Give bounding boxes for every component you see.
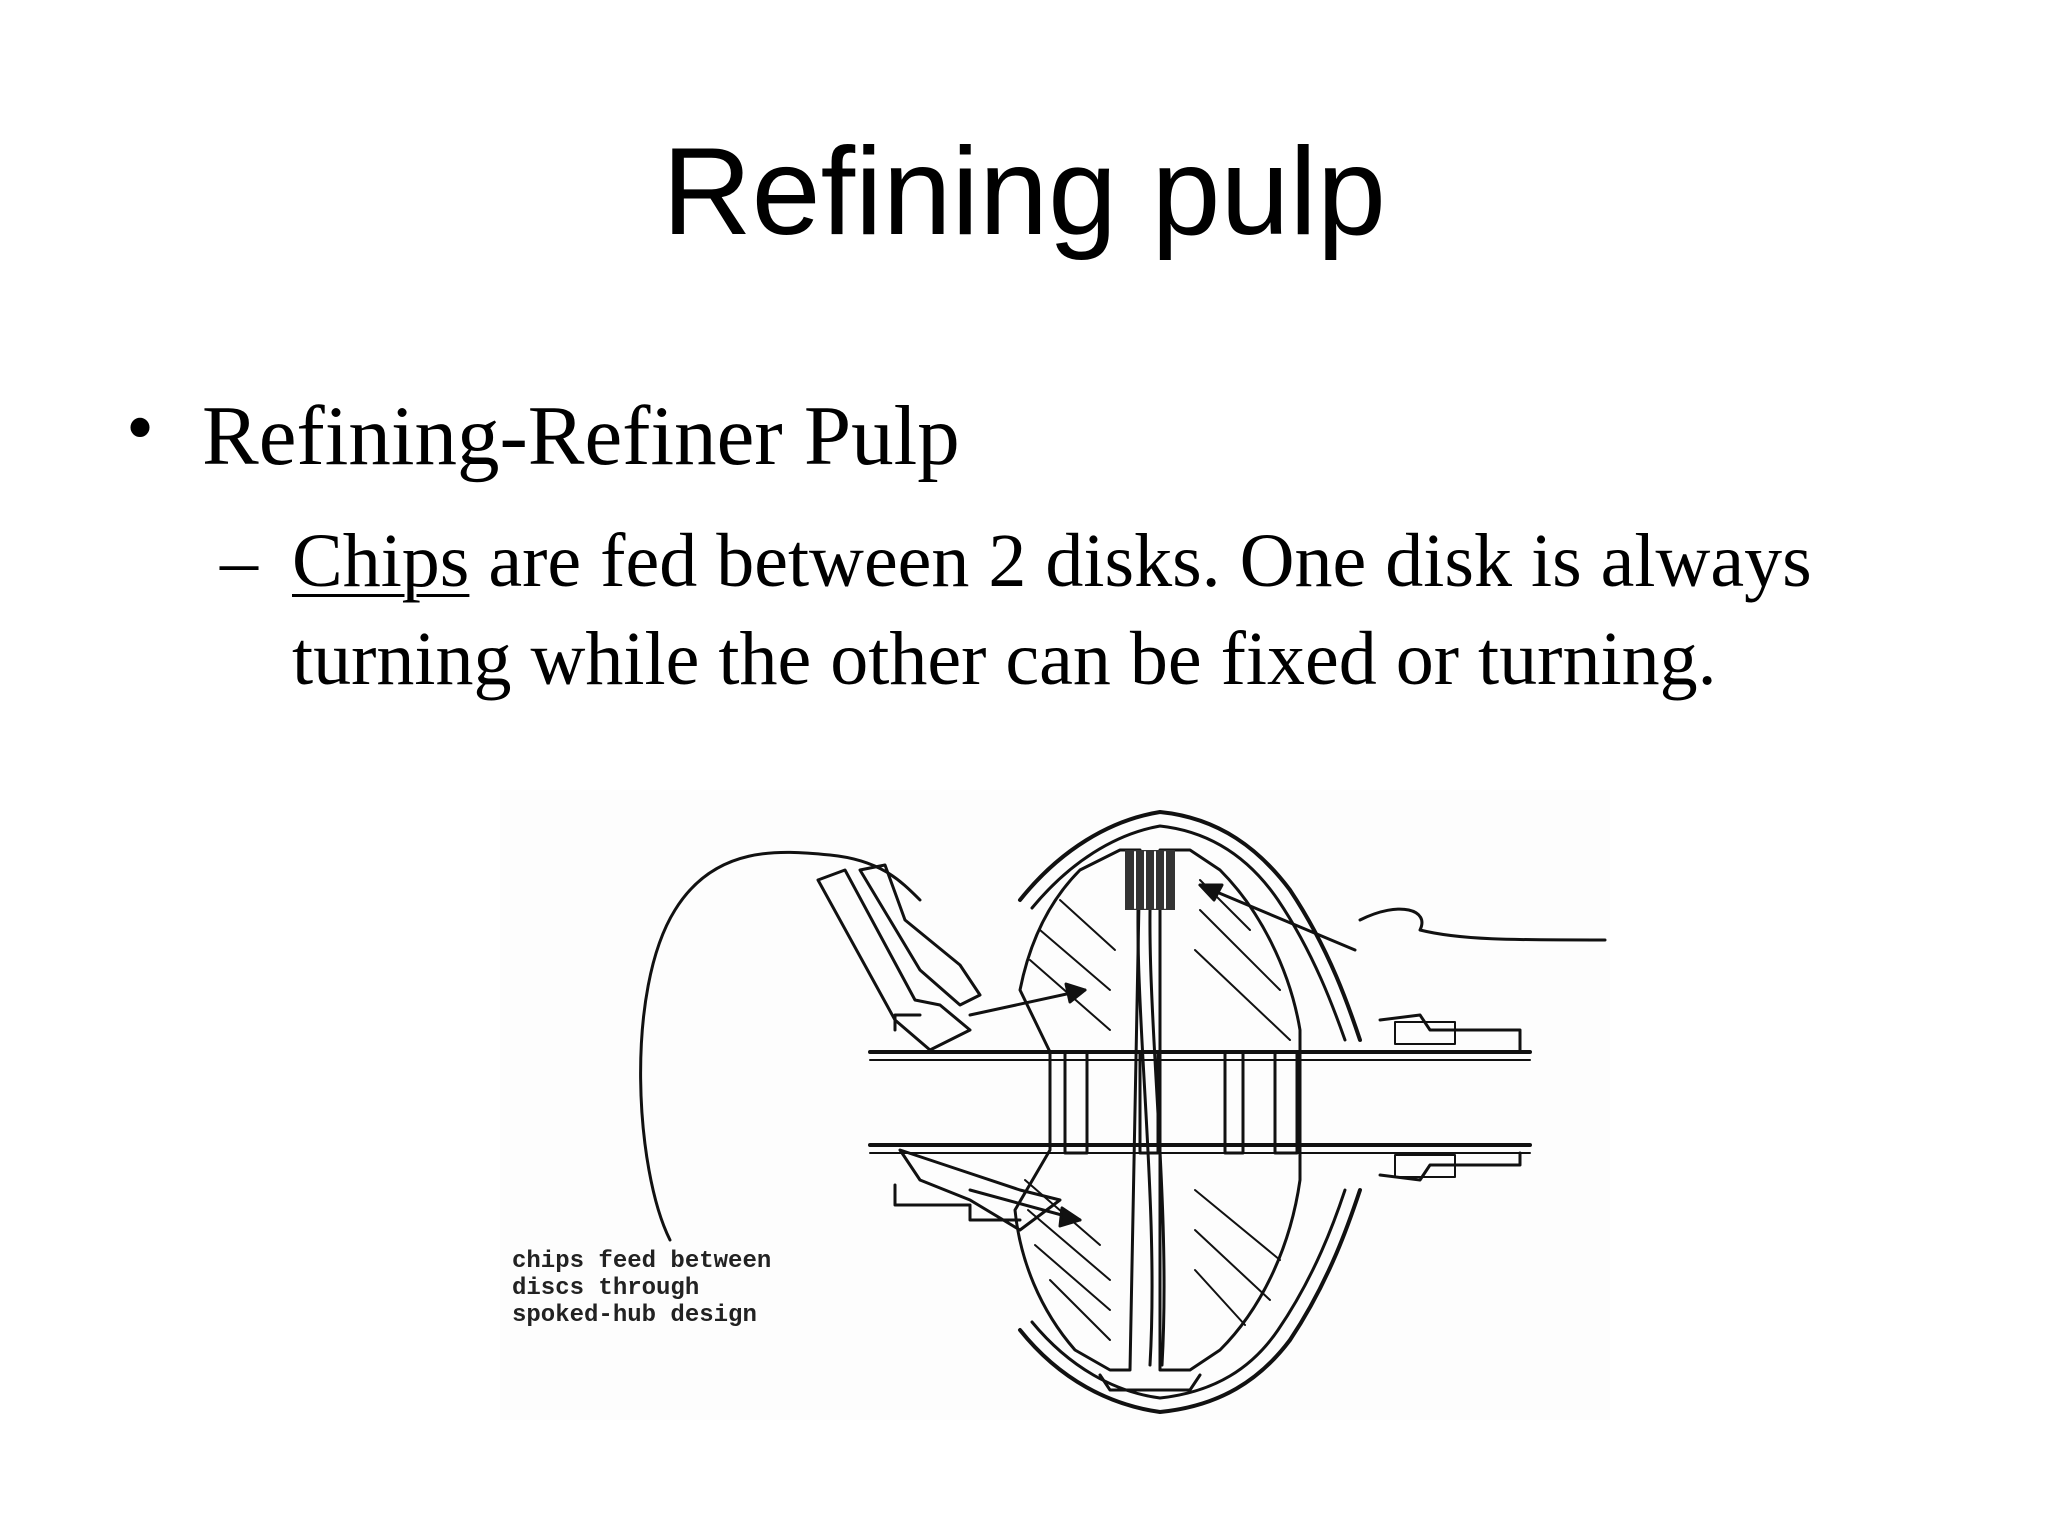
figure-label-line-1: chips feed between: [512, 1248, 772, 1275]
figure-label-line-3: spoked-hub design: [512, 1302, 757, 1329]
bullet-marker: •: [126, 384, 155, 472]
sub-bullet-text: Chips are fed between 2 disks. One disk …: [292, 512, 2012, 708]
sub-bullet-marker: –: [220, 519, 258, 603]
figure-label: chips feed between discs through spoked-…: [512, 1248, 771, 1329]
bullet-text: Refining-Refiner Pulp: [202, 389, 960, 483]
underlined-word-chips: Chips: [292, 519, 470, 603]
sub-bullet-line-1-rest: are fed between 2 disks. One disk is alw…: [469, 519, 1812, 603]
slide-title: Refining pulp: [662, 123, 1386, 261]
refiner-diagram: chips feed between discs through spoked-…: [500, 790, 1610, 1420]
sub-bullet-line-1: Chips are fed between 2 disks. One disk …: [292, 512, 2012, 610]
figure-label-line-2: discs through: [512, 1275, 700, 1302]
refiner-drawing: [639, 810, 1607, 1414]
sub-bullet-line-2: turning while the other can be fixed or …: [292, 617, 1717, 701]
